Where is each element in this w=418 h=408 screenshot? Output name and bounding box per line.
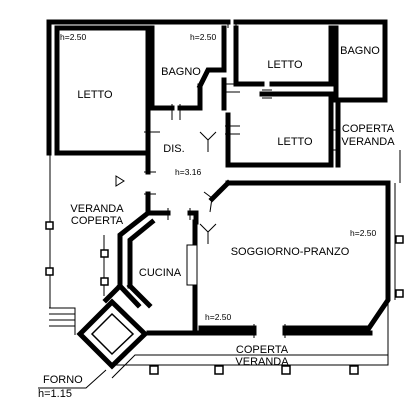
door-mark: [144, 171, 156, 195]
light-fixture-icon: [203, 189, 219, 213]
room-label-coperta-veranda-right-1: COPERTA: [342, 123, 395, 135]
columns: [45, 221, 404, 375]
door-mark: [330, 129, 340, 151]
wall-letto-middle: [225, 91, 334, 168]
forno-inner: [90, 312, 135, 356]
door-marks: [144, 22, 340, 338]
wall-diagonal: [208, 179, 232, 203]
room-labels: LETTO BAGNO LETTO BAGNO LETTO DIS. VERAN…: [43, 45, 395, 386]
column: [395, 289, 404, 298]
room-label-coperta-veranda-bottom-2: VERANDA: [235, 356, 289, 368]
wall-cucina-top: [149, 210, 199, 225]
height-label-top-center: h=2.50: [190, 32, 217, 42]
height-label-dis: h=3.16: [175, 167, 202, 177]
room-label-bagno-center: BAGNO: [161, 66, 201, 78]
column: [149, 365, 159, 375]
forno-oven: [76, 298, 149, 370]
door-mark: [225, 83, 240, 93]
room-label-soggiorno-pranzo: SOGGIORNO-PRANZO: [231, 246, 350, 258]
door-mark: [167, 208, 191, 220]
door-mark: [225, 125, 240, 135]
entrance-arrow-icon: [115, 175, 125, 187]
door-mark: [253, 324, 286, 338]
room-label-letto-left: LETTO: [77, 89, 113, 101]
light-fixture-icon: [199, 223, 217, 244]
room-label-coperta-veranda-right-2: VERANDA: [341, 136, 395, 148]
column: [45, 267, 54, 276]
height-labels: h=2.50 h=2.50 h=3.16 h=2.50 h=2.50 h=1.1…: [38, 32, 377, 400]
room-label-forno: FORNO: [43, 374, 83, 386]
column: [100, 277, 109, 286]
walls: [46, 19, 391, 336]
room-label-letto-middle: LETTO: [277, 136, 313, 148]
height-label-soggiorno: h=2.50: [350, 228, 377, 238]
room-label-cucina: CUCINA: [139, 267, 182, 279]
wall-bagno-center: [149, 25, 227, 111]
room-label-bagno-right: BAGNO: [340, 45, 380, 57]
column: [45, 221, 54, 230]
door-mark: [227, 22, 237, 28]
forno-outer: [76, 298, 149, 370]
height-label-forno: h=1.15: [38, 388, 72, 400]
door-mark: [171, 104, 181, 120]
room-label-dis: DIS.: [163, 143, 184, 155]
wall-cucina-inner-left: [127, 218, 156, 289]
light-fixture-icon: [199, 131, 217, 152]
veranda-left-boundary: [49, 153, 76, 335]
room-label-veranda-coperta-1: VERANDA: [70, 203, 124, 215]
column: [281, 365, 291, 375]
forno-pointer: [38, 369, 107, 389]
column: [100, 249, 109, 258]
wall-letto-top-right: [233, 25, 334, 87]
column: [349, 365, 359, 375]
height-label-bottom: h=2.50: [205, 312, 232, 322]
veranda-right-line: [394, 150, 401, 300]
room-label-letto-top-right: LETTO: [267, 59, 303, 71]
wall-cucina-bottom: [116, 282, 153, 309]
wall-bagno-right: [333, 25, 388, 103]
room-label-coperta-veranda-bottom-1: COPERTA: [236, 344, 289, 356]
wall-letto-left: [54, 25, 151, 156]
ceiling-light-symbols: [199, 131, 219, 244]
kitchen-partition: [186, 244, 198, 286]
wall-outer-left: [46, 19, 155, 156]
room-label-veranda-coperta-2: COPERTA: [71, 215, 124, 227]
veranda-bottom-edge: [112, 300, 389, 366]
wall-cucina-left: [102, 209, 152, 304]
column: [214, 365, 224, 375]
door-mark: [262, 89, 272, 99]
column: [395, 235, 404, 244]
wall-outer-top: [145, 19, 388, 103]
height-label-top-left: h=2.50: [60, 32, 87, 42]
thin-lines: [38, 150, 401, 389]
